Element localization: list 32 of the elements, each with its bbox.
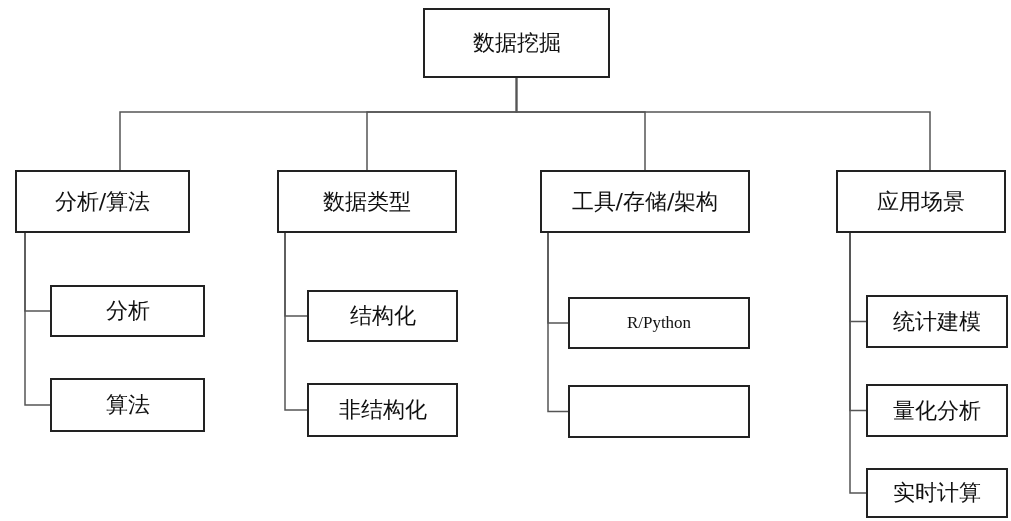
category-box [277, 170, 457, 233]
category-box [866, 468, 1008, 518]
category-box [540, 170, 750, 233]
node-label: 结构化 [349, 302, 416, 330]
category-box [866, 384, 1008, 437]
connector-line [284, 232, 308, 411]
category-box [568, 297, 750, 349]
node-label: 数据类型 [323, 187, 411, 216]
node-label: R/Python [626, 313, 692, 333]
node-label: 分析 [105, 297, 150, 325]
connector-line [24, 232, 51, 406]
node-label: 数据挖掘 [472, 29, 561, 57]
node-label: 工具/存储/架构 [571, 187, 719, 216]
node-label: 应用场景 [877, 187, 965, 216]
category-box [50, 378, 205, 432]
category-box [866, 295, 1008, 348]
node-label: 分析/算法 [54, 187, 151, 216]
category-box [15, 170, 190, 233]
node-label: 算法 [105, 391, 150, 419]
empty-box [568, 385, 750, 438]
node-label: 非结构化 [338, 396, 427, 424]
node-label: 实时计算 [893, 479, 981, 507]
node-label: 量化分析 [893, 396, 981, 425]
connector-line [515, 77, 931, 171]
connector-line [547, 232, 569, 413]
connector-line [849, 232, 867, 494]
root-box [423, 8, 610, 78]
category-box [836, 170, 1006, 233]
category-box [307, 290, 458, 342]
node-label: 统计建模 [893, 307, 981, 336]
category-box [307, 383, 458, 437]
category-box [50, 285, 205, 337]
